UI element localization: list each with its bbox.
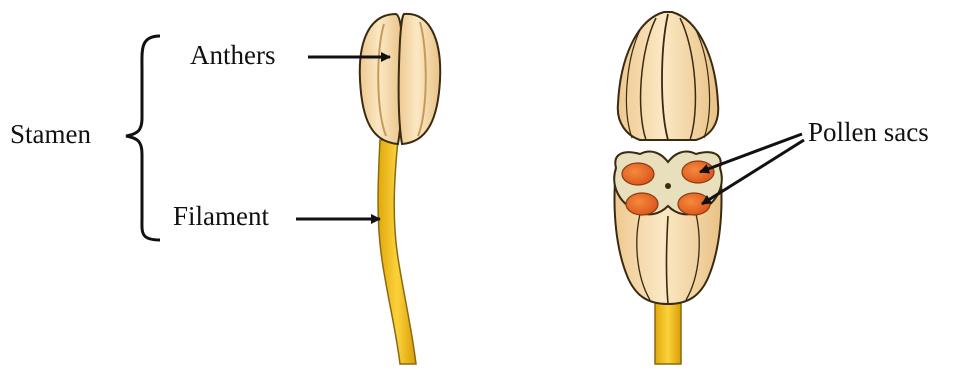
pollen-sac xyxy=(622,163,654,185)
filament-shape xyxy=(378,140,416,364)
pollen-sac xyxy=(626,193,658,215)
anther-top-half xyxy=(618,12,718,140)
stamen-label: Stamen xyxy=(10,121,91,148)
anther-cross-section xyxy=(614,152,722,304)
pollen-sacs-label: Pollen sacs xyxy=(808,119,929,146)
pollen-sac xyxy=(682,161,714,183)
central-vascular-dot xyxy=(665,183,671,189)
stamen-brace xyxy=(126,36,160,240)
anthers-label: Anthers xyxy=(190,42,275,69)
pollen-sac xyxy=(678,193,710,215)
anther-left-view xyxy=(360,14,440,144)
filament-label: Filament xyxy=(173,203,269,230)
